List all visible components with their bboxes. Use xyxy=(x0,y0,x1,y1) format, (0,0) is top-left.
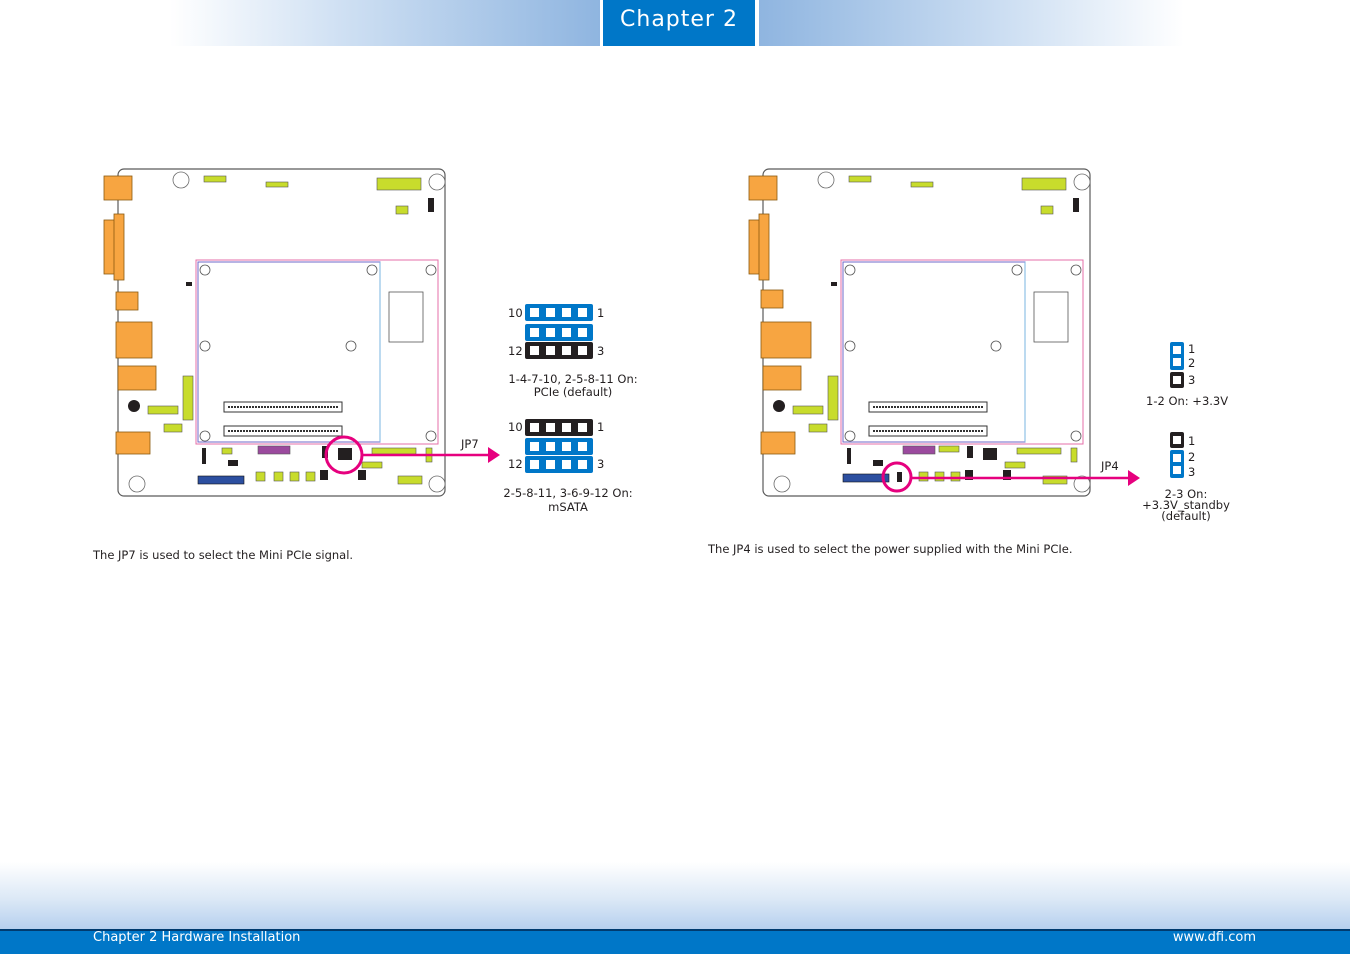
jp4-description: The JP4 is used to select the power supp… xyxy=(708,542,1073,556)
left-board xyxy=(103,168,446,497)
jp4-setting-1: 1-2 On: +3.3V xyxy=(1146,394,1229,408)
jp4-setting-2-default: (default) xyxy=(1161,509,1211,523)
jp7-setting-1-desc: PCIe (default) xyxy=(533,385,613,399)
jp7-setting-1: 1-4-7-10, 2-5-8-11 On: xyxy=(508,372,638,386)
jp4-pin-label: 1 xyxy=(1188,434,1196,448)
jp7-setting-2: 2-5-8-11, 3-6-9-12 On: xyxy=(503,486,633,500)
header-gradient-right xyxy=(759,0,1184,46)
jp4-pin-label: 3 xyxy=(1188,373,1196,387)
jp7-pin-diagram-2 xyxy=(525,419,593,473)
jp4-pin-label: 2 xyxy=(1188,450,1196,464)
jp4-setting-2-desc: +3.3V_standby xyxy=(1142,498,1230,512)
jp7-pin-label: 1 xyxy=(597,306,605,320)
header-gradient-left xyxy=(170,0,600,46)
footer-section-title: Chapter 2 Hardware Installation xyxy=(93,930,301,945)
footer-website-link[interactable]: www.dfi.com xyxy=(1172,930,1256,945)
jp7-pin-label: 10 xyxy=(508,306,523,320)
jp7-description: The JP7 is used to select the Mini PCIe … xyxy=(93,548,354,562)
jp7-pin-label: 3 xyxy=(597,457,605,471)
jp4-connector-label: JP4 xyxy=(1101,459,1119,473)
jp7-connector-label: JP7 xyxy=(461,437,479,451)
jp7-pin-diagram-1 xyxy=(525,304,593,359)
jp4-pin-label: 3 xyxy=(1188,465,1196,479)
jp7-pin-label: 3 xyxy=(597,344,605,358)
jp7-setting-2-desc: mSATA xyxy=(548,500,588,514)
jp7-pin-label: 10 xyxy=(508,420,523,434)
jp4-pin-label: 1 xyxy=(1188,342,1196,356)
jp4-pin-diagram-2 xyxy=(1170,432,1184,478)
chapter-tab[interactable]: Chapter 2 xyxy=(603,0,755,46)
jp7-pin-label: 12 xyxy=(508,344,523,358)
jp4-pin-diagram-1 xyxy=(1170,342,1184,388)
jp4-pin-label: 2 xyxy=(1188,356,1196,370)
right-board xyxy=(748,168,1091,497)
footer-bar xyxy=(0,929,1350,954)
jp7-pin-label: 1 xyxy=(597,420,605,434)
footer-gradient xyxy=(0,862,1350,930)
jp7-pin-label: 12 xyxy=(508,457,523,471)
jp4-setting-2: 2-3 On: xyxy=(1164,487,1208,501)
